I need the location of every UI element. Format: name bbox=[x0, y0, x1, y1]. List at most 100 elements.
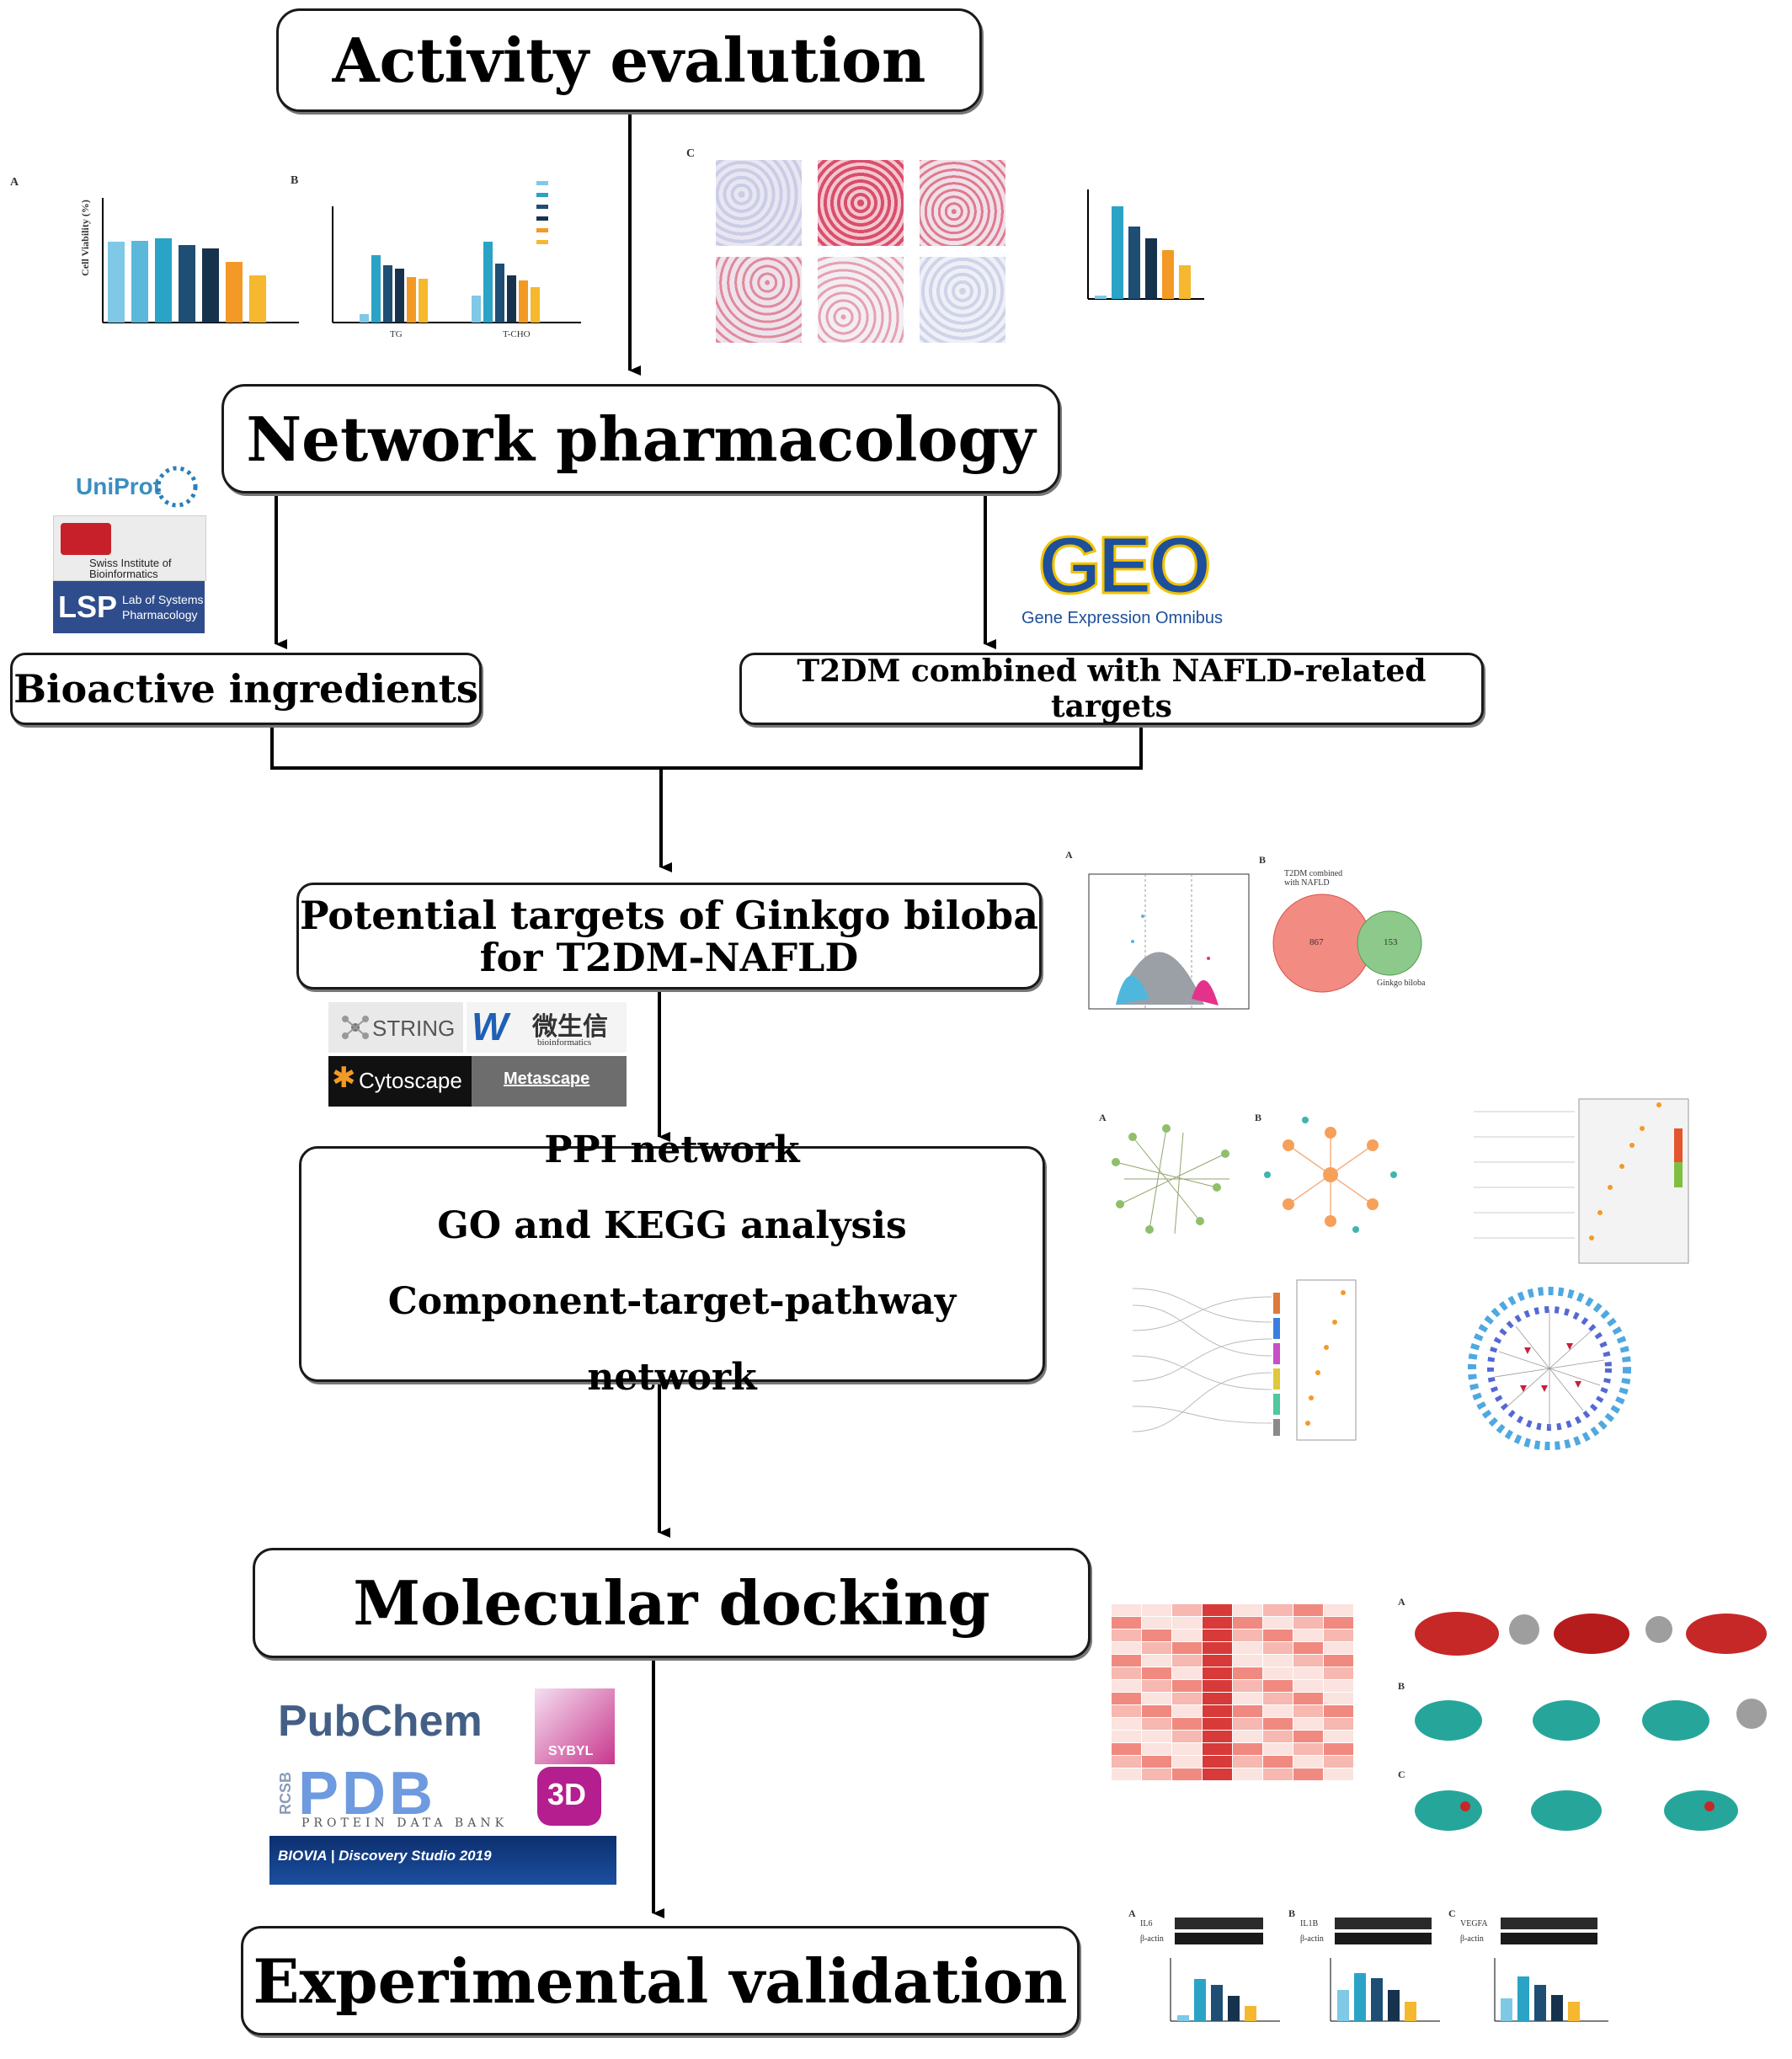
heatmap-cell bbox=[1324, 1743, 1353, 1755]
heatmap-cell bbox=[1263, 1718, 1293, 1730]
heatmap-cell bbox=[1112, 1731, 1141, 1742]
heatmap-cell bbox=[1203, 1655, 1232, 1667]
docking-structures-thumbnail: A B C bbox=[1398, 1596, 1789, 1857]
heatmap-cell bbox=[1324, 1617, 1353, 1629]
t2dm-targets-label: T2DM combined with NAFLD-related targets bbox=[797, 653, 1427, 724]
venn-right-name: Ginkgo biloba bbox=[1377, 979, 1426, 988]
heatmap-cell bbox=[1293, 1693, 1323, 1704]
panel-b-label: B bbox=[1259, 854, 1267, 866]
sybyl-logo: SYBYL bbox=[535, 1688, 615, 1764]
heatmap-cell bbox=[1324, 1667, 1353, 1679]
sib-emblem-icon bbox=[61, 523, 111, 555]
heatmap-cell bbox=[1203, 1743, 1232, 1755]
3d-icon: 3D bbox=[537, 1767, 601, 1826]
heatmap-cell bbox=[1263, 1680, 1293, 1692]
metascape-logo-text: Metascape bbox=[504, 1070, 590, 1088]
uniprot-logo: UniProt bbox=[72, 461, 198, 512]
heatmap-cell bbox=[1324, 1680, 1353, 1692]
heatmap-cell bbox=[1324, 1604, 1353, 1616]
heatmap-cell bbox=[1324, 1655, 1353, 1667]
sib-logo: Swiss Institute of Bioinformatics bbox=[53, 515, 206, 581]
panel-a-label: A bbox=[10, 176, 19, 189]
viability-bars bbox=[108, 238, 266, 323]
wsx-icon: W bbox=[472, 1005, 509, 1048]
heatmap-cell bbox=[1172, 1756, 1202, 1768]
heatmap-cell bbox=[1293, 1642, 1323, 1654]
discovery-studio-banner: BIOVIA | Discovery Studio 2019 bbox=[269, 1836, 616, 1885]
sib-line2: Bioinformatics bbox=[89, 568, 158, 580]
pdb-logo-text: PDB bbox=[298, 1760, 437, 1827]
staining-image bbox=[716, 160, 802, 246]
staining-image bbox=[716, 257, 802, 343]
staining-image bbox=[818, 160, 904, 246]
heatmap-cell bbox=[1293, 1756, 1323, 1768]
bioactive-ingredients-label: Bioactive ingredients bbox=[13, 666, 478, 712]
venn-left-name: T2DM combined with NAFLD bbox=[1284, 869, 1343, 888]
heatmap-cell bbox=[1112, 1693, 1141, 1704]
heatmap-cell bbox=[1142, 1731, 1171, 1742]
heatmap-cell bbox=[1324, 1768, 1353, 1780]
heatmap-cell bbox=[1263, 1731, 1293, 1742]
heatmap-cell bbox=[1112, 1655, 1141, 1667]
heatmap-cell bbox=[1263, 1705, 1293, 1717]
docking-heatmap-thumbnail bbox=[1112, 1604, 1389, 1836]
heatmap-cell bbox=[1142, 1667, 1171, 1679]
heatmap-cell bbox=[1263, 1667, 1293, 1679]
heatmap-cell bbox=[1293, 1680, 1323, 1692]
heatmap-cell bbox=[1293, 1667, 1323, 1679]
heatmap-cell bbox=[1112, 1768, 1141, 1780]
cytoscape-icon: ✱ bbox=[332, 1061, 356, 1095]
heatmap-cell bbox=[1233, 1604, 1262, 1616]
heatmap-cell bbox=[1203, 1768, 1232, 1780]
heatmap-cell bbox=[1233, 1718, 1262, 1730]
panel-b-label: B bbox=[291, 174, 299, 187]
heatmap-cell bbox=[1263, 1768, 1293, 1780]
staining-image bbox=[920, 160, 1005, 246]
heatmap-cell bbox=[1203, 1642, 1232, 1654]
sankey-dotplot-thumbnail bbox=[1107, 1272, 1360, 1448]
venn-right-count: 153 bbox=[1384, 937, 1398, 947]
heatmap-cell bbox=[1324, 1642, 1353, 1654]
heatmap-cell bbox=[1263, 1642, 1293, 1654]
heatmap-cell bbox=[1172, 1743, 1202, 1755]
panel-b-label: B bbox=[1398, 1680, 1405, 1692]
staining-image bbox=[920, 257, 1005, 343]
panel-b-label: B bbox=[1255, 1112, 1262, 1123]
venn-diagram: B T2DM combined with NAFLD 867 153 Ginkg… bbox=[1259, 851, 1444, 1002]
lipid-content-chart: B TG T-CHO bbox=[291, 173, 611, 354]
heatmap-cell bbox=[1112, 1642, 1141, 1654]
heatmap-cell bbox=[1112, 1718, 1141, 1730]
venn-left-count: 867 bbox=[1309, 937, 1324, 947]
heatmap-cell bbox=[1293, 1768, 1323, 1780]
ppi-network-label: PPI network bbox=[544, 1128, 800, 1171]
potential-targets-line2: for T2DM-NAFLD bbox=[479, 934, 859, 980]
heatmap-cell bbox=[1263, 1655, 1293, 1667]
heatmap-cell bbox=[1203, 1667, 1232, 1679]
heatmap-cell bbox=[1233, 1617, 1262, 1629]
heatmap-cell bbox=[1263, 1743, 1293, 1755]
heatmap-cell bbox=[1142, 1693, 1171, 1704]
panel-a-label: A bbox=[1065, 849, 1073, 861]
heatmap-cell bbox=[1142, 1617, 1171, 1629]
heatmap-cell bbox=[1233, 1693, 1262, 1704]
heatmap-cell bbox=[1112, 1705, 1141, 1717]
cytoscape-logo-text: Cytoscape bbox=[359, 1068, 462, 1093]
3d-logo-text: 3D bbox=[547, 1777, 587, 1811]
heatmap-cell bbox=[1293, 1604, 1323, 1616]
t2dm-targets-box: T2DM combined with NAFLD-related targets bbox=[739, 653, 1484, 725]
heatmap-cell bbox=[1142, 1655, 1171, 1667]
cytoscape-logo: ✱ Cytoscape bbox=[328, 1056, 472, 1107]
heatmap-cell bbox=[1112, 1667, 1141, 1679]
go-kegg-label: GO and KEGG analysis bbox=[437, 1204, 907, 1247]
network-pharmacology-box: Network pharmacology bbox=[221, 384, 1060, 493]
western-blot-vegfa: C VEGFA β-actin bbox=[1448, 1907, 1617, 2059]
experimental-validation-box: Experimental validation bbox=[241, 1926, 1080, 2035]
uniprot-logo-text: UniProt bbox=[76, 473, 162, 499]
heatmap-cell bbox=[1203, 1693, 1232, 1704]
cell-viability-chart: A Cell Viability (%) bbox=[8, 173, 299, 354]
heatmap-cell bbox=[1324, 1705, 1353, 1717]
heatmap-cell bbox=[1293, 1731, 1323, 1742]
wsx-subtitle: bioinformatics bbox=[537, 1038, 592, 1048]
pubchem-logo: PubChem bbox=[278, 1693, 522, 1756]
